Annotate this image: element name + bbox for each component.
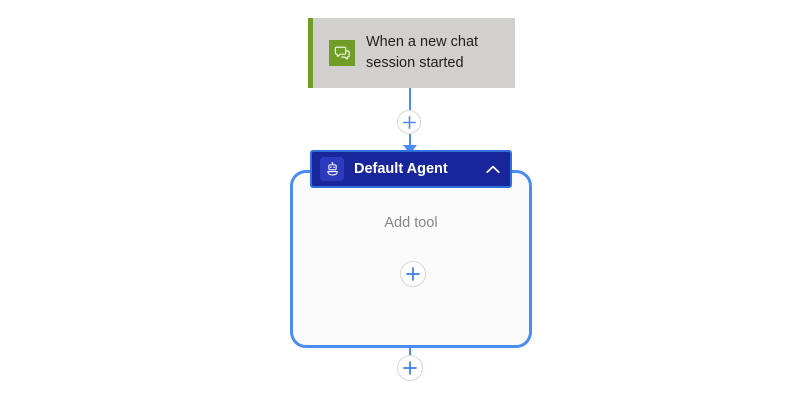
agent-node-title: Default Agent <box>354 161 448 177</box>
connector-line-lower <box>409 134 411 148</box>
connector-arrowhead-icon <box>403 145 417 154</box>
trigger-node-label: When a new chat session started <box>366 32 506 74</box>
robot-icon <box>320 157 344 181</box>
agent-tools-container: Add tool <box>290 170 532 348</box>
add-step-button-between[interactable] <box>397 110 421 134</box>
trigger-label-line-2: session started <box>366 55 464 71</box>
chat-bubble-icon <box>329 40 355 66</box>
trigger-accent-bar <box>308 18 313 88</box>
add-step-button-after[interactable] <box>397 355 423 381</box>
trigger-label-line-1: When a new chat <box>366 34 479 50</box>
add-tool-label: Add tool <box>384 215 438 231</box>
connector-line-bottom <box>409 348 411 356</box>
chevron-up-icon[interactable] <box>486 165 500 174</box>
agent-node-header[interactable]: Default Agent <box>310 150 512 188</box>
connector-line-upper <box>409 88 411 110</box>
add-tool-button[interactable] <box>400 261 426 287</box>
trigger-node-card[interactable]: When a new chat session started <box>308 18 515 88</box>
